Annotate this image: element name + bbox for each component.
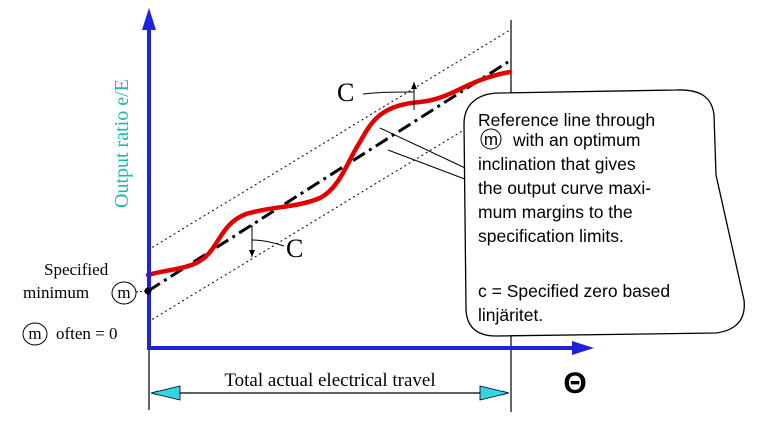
reference-line <box>147 60 509 293</box>
lower-tolerance-arrow-icon <box>249 250 255 257</box>
specified-minimum-pointer <box>135 290 147 293</box>
callout-leader-2 <box>387 149 479 185</box>
specified-minimum-line2: minimum <box>23 283 89 302</box>
callout-leader-1 <box>379 127 479 175</box>
upper-limit-line <box>147 29 511 251</box>
callout-line-5: mum margins to the <box>478 202 633 222</box>
x-axis-arrow-icon <box>572 341 594 355</box>
tolerance-label-lower: C <box>286 234 303 263</box>
callout-line-7: c = Specified zero based <box>478 281 670 301</box>
travel-arrow-right-icon <box>479 385 510 401</box>
callout-m-symbol: m <box>484 130 498 149</box>
upper-tolerance-arrow-icon <box>411 82 417 89</box>
travel-arrow-left-icon <box>150 385 181 401</box>
travel-label: Total actual electrical travel <box>224 370 435 391</box>
callout-line-3: inclination that gives <box>478 154 636 174</box>
callout-line-8: linjäritet. <box>478 305 543 325</box>
upper-c-leader <box>362 91 415 95</box>
specified-minimum-m-symbol: m <box>117 283 130 302</box>
specified-minimum-line1: Specified <box>44 260 109 279</box>
often-zero-m-symbol: m <box>28 324 41 343</box>
travel-label-background <box>191 368 471 392</box>
y-axis-arrow-icon <box>142 8 156 30</box>
specified-minimum-point <box>144 287 152 295</box>
callout-line-6: specification limits. <box>478 226 624 246</box>
tolerance-label-upper: C <box>337 78 354 107</box>
callout-line-4: the output curve maxi- <box>478 178 651 198</box>
specified-minimum-m-circle-icon <box>111 281 137 305</box>
lower-c-leader <box>251 239 285 247</box>
y-axis-label: Output ratio e/E <box>111 79 133 208</box>
callout-line-1: Reference line through <box>478 110 655 130</box>
x-axis-symbol: Θ <box>563 367 586 400</box>
lower-limit-line <box>147 101 511 323</box>
callout-line-2: with an optimum <box>512 130 640 150</box>
callout-m-circle-icon <box>480 128 502 150</box>
often-zero-m-circle-icon <box>22 322 48 346</box>
callout-bubble <box>463 89 745 337</box>
often-zero-text: often = 0 <box>56 324 118 343</box>
output-curve <box>145 69 513 278</box>
